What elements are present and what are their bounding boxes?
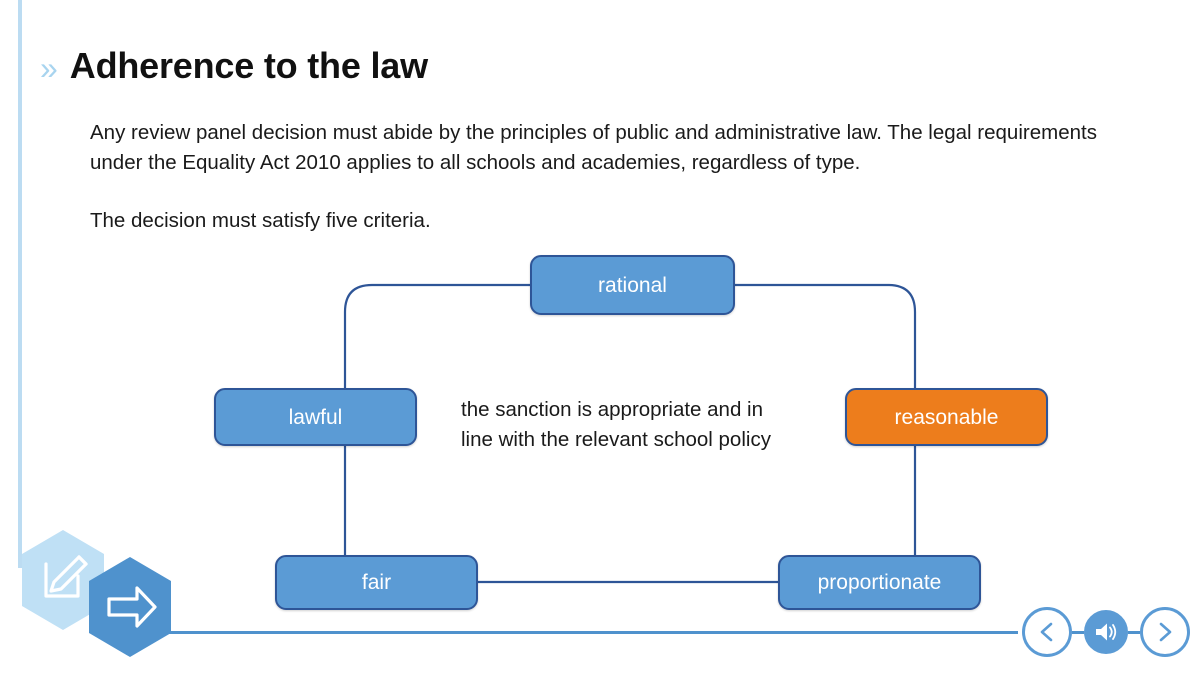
hexagon-shape [89, 557, 171, 657]
navigation-controls [1022, 607, 1190, 657]
double-chevron-right-icon: » [40, 49, 58, 86]
diagram-node-reasonable[interactable]: reasonable [845, 388, 1048, 446]
audio-button[interactable] [1084, 610, 1128, 654]
page-title-text: Adherence to the law [69, 45, 428, 86]
diagram-center-note: the sanction is appropriate and in line … [461, 398, 771, 451]
chevron-right-icon [1159, 622, 1172, 642]
arrow-right-icon [107, 586, 157, 628]
diagram-node-lawful[interactable]: lawful [214, 388, 417, 446]
diagram-node-fair[interactable]: fair [275, 555, 478, 610]
forward-hex-button[interactable] [85, 555, 175, 659]
paragraph-1: Any review panel decision must abide by … [90, 121, 1097, 174]
speaker-icon [1096, 623, 1117, 641]
left-decorative-rule [18, 0, 22, 568]
next-button[interactable] [1140, 607, 1190, 657]
pencil-edit-icon [44, 555, 88, 598]
page-title: » Adherence to the law [40, 47, 428, 85]
nav-connector-right [1128, 630, 1140, 634]
diagram-node-proportionate[interactable]: proportionate [778, 555, 981, 610]
edit-hex-button[interactable] [18, 528, 108, 632]
bottom-rail [148, 631, 1018, 634]
chevron-left-icon [1040, 622, 1053, 642]
diagram-node-rational[interactable]: rational [530, 255, 735, 315]
body-copy: Any review panel decision must abide by … [90, 118, 1120, 236]
paragraph-2: The decision must satisfy five criteria. [90, 209, 431, 232]
nav-connector-left [1072, 630, 1084, 634]
previous-button[interactable] [1022, 607, 1072, 657]
hexagon-shape [22, 530, 104, 630]
